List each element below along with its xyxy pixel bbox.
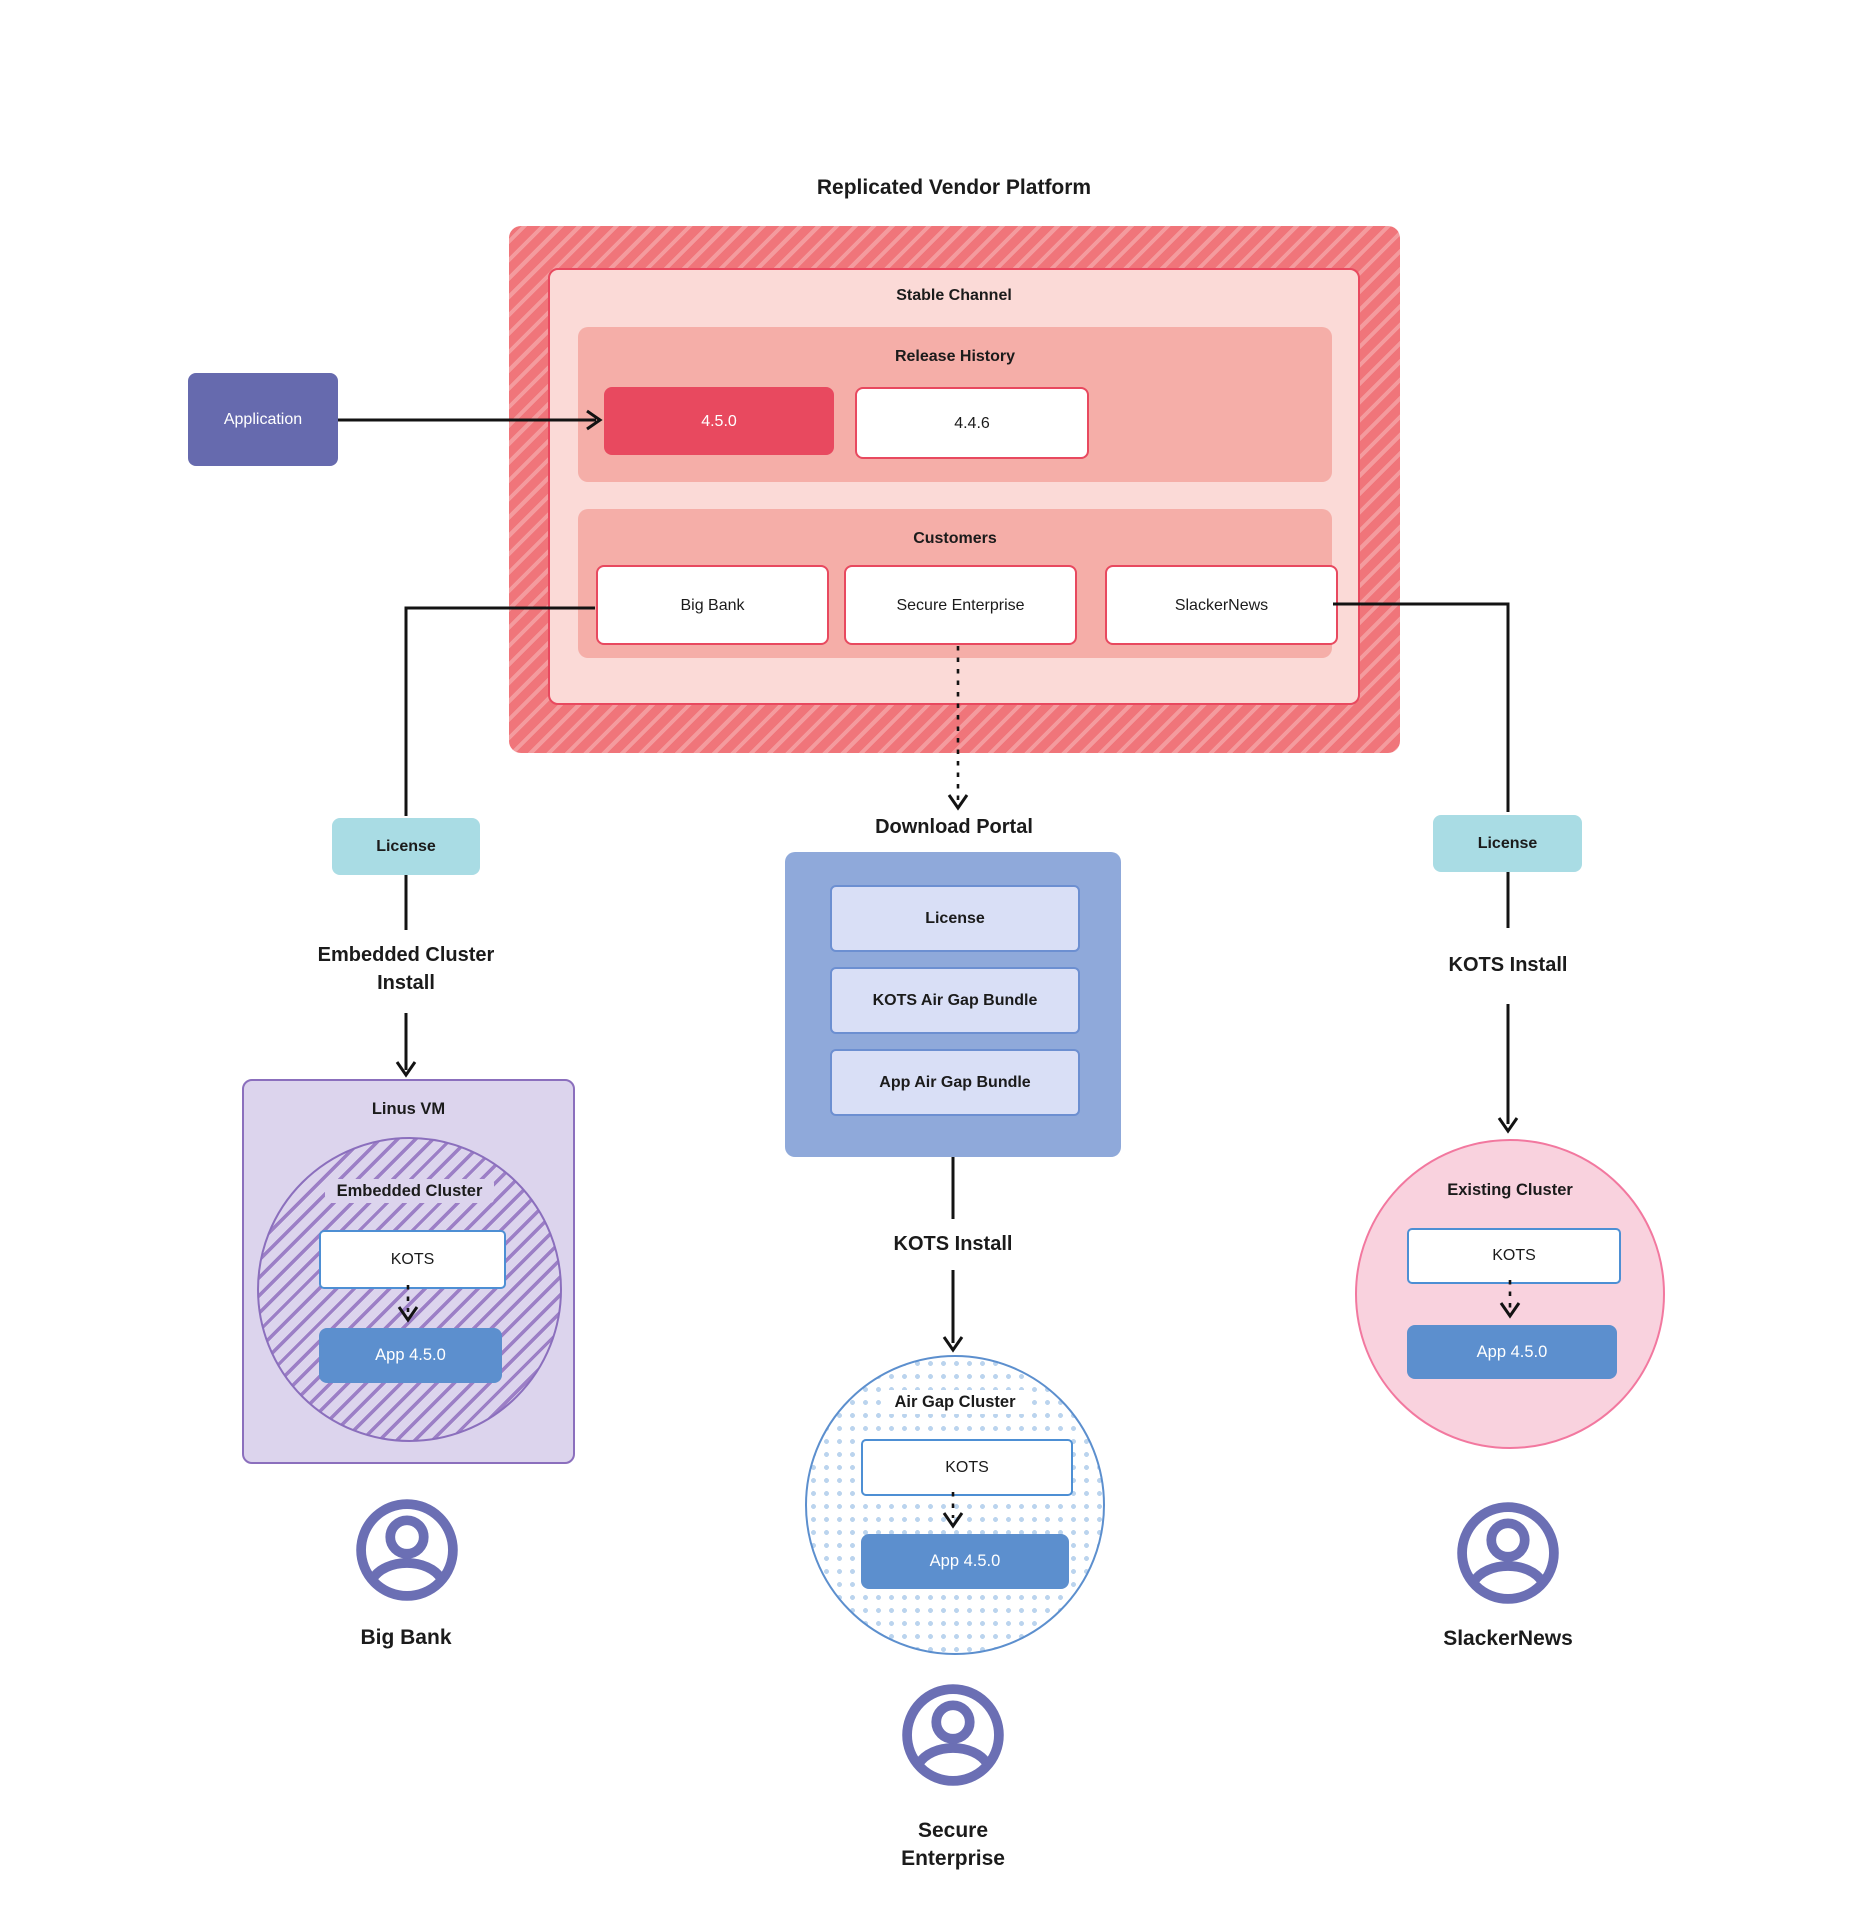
app-box-middle: App 4.5.0	[861, 1534, 1069, 1589]
license-badge-right: License	[1433, 815, 1582, 872]
customer-secure-enterprise: Secure Enterprise	[844, 565, 1077, 645]
existing-cluster-circle: Existing Cluster KOTS App 4.5.0	[1355, 1139, 1665, 1449]
release-history-label: Release History	[894, 348, 1016, 365]
license-badge-left: License	[332, 818, 480, 875]
person-icon-secure-enterprise	[902, 1684, 1004, 1786]
stable-channel-label: Stable Channel	[896, 287, 1012, 304]
portal-item-app-air-gap-bundle: App Air Gap Bundle	[830, 1049, 1080, 1116]
air-gap-cluster-label: Air Gap Cluster	[882, 1390, 1028, 1414]
stable-channel-box: Stable Channel Release History 4.5.0 4.4…	[548, 268, 1360, 705]
persona-label-secure-line2: Enterprise	[901, 1847, 1005, 1870]
vendor-platform-box: Stable Channel Release History 4.5.0 4.4…	[509, 226, 1400, 753]
existing-cluster-label: Existing Cluster	[1435, 1178, 1585, 1202]
app-box-left: App 4.5.0	[319, 1328, 502, 1383]
person-icon-slackernews	[1457, 1502, 1559, 1604]
persona-label-big-bank: Big Bank	[360, 1626, 452, 1649]
kots-install-label-right: KOTS Install	[1448, 954, 1568, 976]
customers-box: Customers Big Bank Secure Enterprise Sla…	[578, 509, 1338, 658]
persona-label-slackernews: SlackerNews	[1443, 1627, 1573, 1650]
embedded-cluster-install-label: Embedded Cluster Install	[246, 941, 566, 997]
kots-box-left: KOTS	[319, 1230, 506, 1289]
diagram-title: Replicated Vendor Platform	[816, 176, 1092, 199]
portal-item-kots-air-gap-bundle: KOTS Air Gap Bundle	[830, 967, 1080, 1034]
release-version-4-4-6: 4.4.6	[855, 387, 1089, 459]
embedded-cluster-label: Embedded Cluster	[324, 1179, 495, 1203]
embedded-cluster-install-line2: Install	[377, 972, 435, 994]
download-portal-box: License KOTS Air Gap Bundle App Air Gap …	[785, 852, 1121, 1157]
app-box-right: App 4.5.0	[1407, 1325, 1617, 1379]
linus-vm-label: Linus VM	[371, 1100, 446, 1118]
persona-label-secure-enterprise: Secure Enterprise	[793, 1817, 1113, 1873]
customers-label: Customers	[913, 530, 997, 547]
application-box: Application	[188, 373, 338, 466]
release-version-4-5-0: 4.5.0	[604, 387, 834, 455]
air-gap-cluster-circle: Air Gap Cluster KOTS App 4.5.0	[805, 1355, 1105, 1655]
kots-box-right: KOTS	[1407, 1228, 1621, 1284]
linus-vm-box: Linus VM Embedded Cluster KOTS App 4.5.0	[242, 1079, 575, 1464]
release-history-box: Release History 4.5.0 4.4.6	[578, 327, 1332, 482]
kots-install-label-middle: KOTS Install	[893, 1233, 1013, 1255]
download-portal-title: Download Portal	[875, 816, 1033, 838]
embedded-cluster-circle: Embedded Cluster	[257, 1137, 562, 1442]
customer-big-bank: Big Bank	[596, 565, 829, 645]
persona-label-secure-line1: Secure	[917, 1819, 989, 1842]
person-icon-big-bank	[356, 1499, 458, 1601]
kots-box-middle: KOTS	[861, 1439, 1073, 1496]
portal-item-license: License	[830, 885, 1080, 952]
embedded-cluster-install-line1: Embedded Cluster	[317, 944, 495, 966]
customer-slackernews: SlackerNews	[1105, 565, 1338, 645]
